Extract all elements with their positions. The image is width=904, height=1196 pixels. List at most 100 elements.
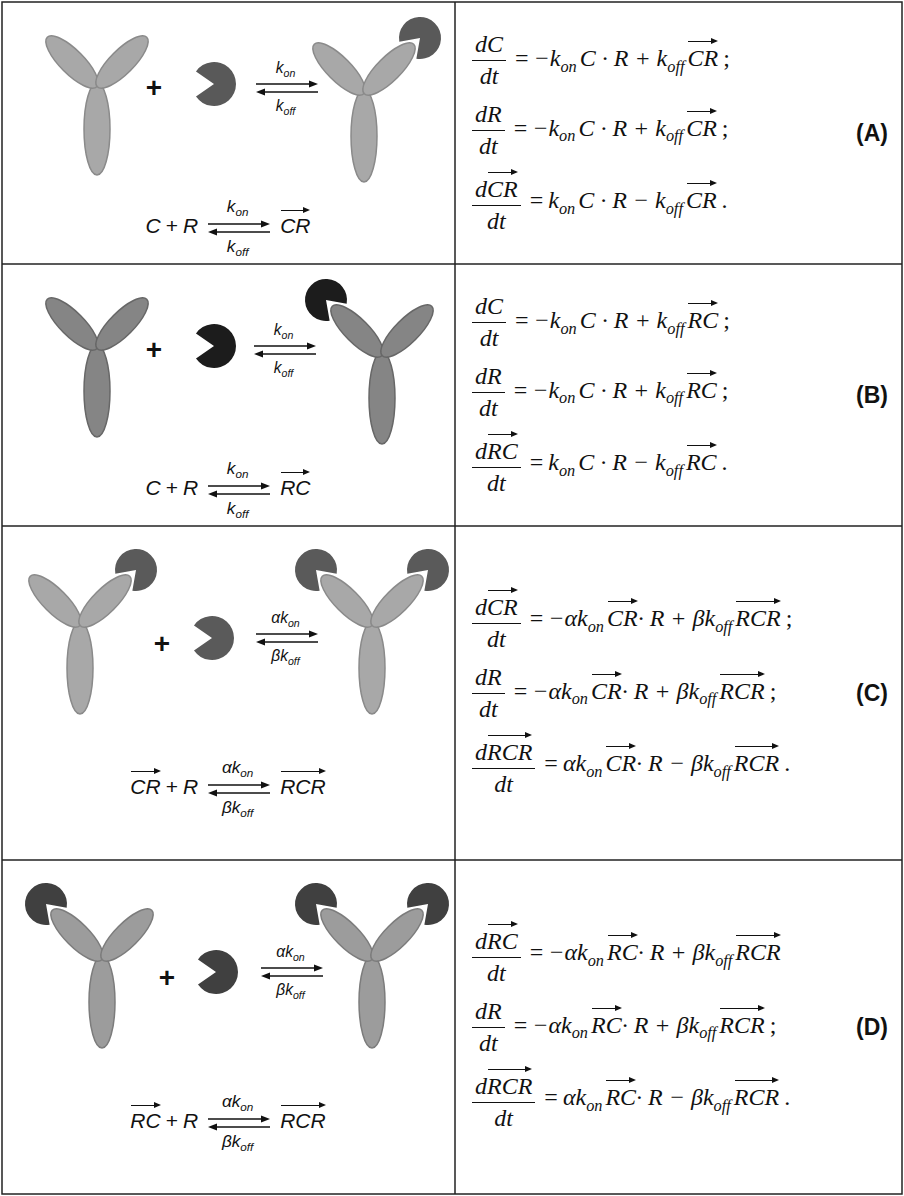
binding-illustration [2, 264, 455, 526]
operator: = [515, 307, 529, 333]
complex-name: RCR [719, 678, 764, 704]
operator: . [722, 187, 728, 213]
antigen [399, 17, 441, 59]
forward-rate: kon [227, 197, 252, 219]
forward-arrow-head [309, 81, 318, 88]
overarrow-head [710, 370, 717, 376]
plus-sign: + [146, 334, 162, 366]
plus-sign: + [146, 72, 162, 103]
subscript: off [667, 319, 684, 338]
subscript: on [572, 689, 588, 708]
math-term: C · R − k [578, 187, 666, 213]
overarrow-head [319, 768, 326, 774]
operator: . [784, 750, 790, 776]
reverse-arrow-head [254, 351, 263, 358]
overarrow-head [525, 732, 532, 738]
subscript: on [559, 199, 575, 218]
subscript: off [235, 245, 248, 258]
subscript: on [559, 388, 575, 407]
operator: ; [770, 1012, 777, 1038]
math-term: R [183, 1109, 198, 1132]
overarrow-head [525, 1066, 532, 1072]
forward-rate: αkon [222, 1092, 256, 1114]
math-term: dR [475, 998, 502, 1024]
fraction: dRdt [472, 997, 505, 1058]
forward-arrow-line [256, 83, 312, 84]
subscript: off [240, 806, 253, 819]
vector-complex: RCR [734, 1077, 779, 1110]
complex-name: CR [605, 750, 636, 776]
numerator: dRCR [472, 732, 535, 769]
math-term: dt [494, 1105, 513, 1131]
operator: ; [722, 377, 729, 403]
overarrow-line [735, 1080, 774, 1081]
subscript: on [559, 126, 575, 145]
rate-constant: βk [276, 981, 293, 998]
vector-complex: RCR [734, 743, 779, 776]
equilibrium-arrows [254, 629, 320, 647]
operator: ; [786, 605, 793, 631]
reverse-rate: koff [276, 97, 299, 117]
overarrow-line [488, 1069, 527, 1070]
reverse-rate: βkoff [222, 798, 256, 820]
vector-complex: RCR [280, 768, 326, 798]
math-term: αk [563, 750, 586, 776]
rate-constant: βk [222, 797, 240, 817]
reverse-arrow-line [262, 641, 318, 642]
reaction-equation: C+RkonkoffRC [146, 459, 311, 520]
subscript: on [288, 617, 300, 629]
complex-name: RCR [487, 1073, 532, 1099]
overarrow-head [511, 921, 518, 927]
rate-constant: αk [222, 1091, 240, 1111]
complex-name: RCR [719, 1012, 764, 1038]
vector-complex: RC [130, 1102, 160, 1132]
complex-name: CR [686, 187, 717, 213]
math-term: −k [534, 45, 561, 71]
vector-complex: CR [605, 743, 636, 776]
antibody-stem [84, 345, 110, 437]
overarrow-line [720, 674, 759, 675]
math-term: C · R + k [580, 45, 668, 71]
complex-name: RCR [735, 605, 780, 631]
denominator: dt [472, 61, 506, 91]
forward-arrow-line [261, 967, 317, 968]
math-term: dR [475, 664, 502, 690]
math-term: d [475, 438, 487, 464]
overarrow-head [615, 1005, 622, 1011]
overarrow-line [281, 210, 305, 211]
overarrow-head [154, 1102, 161, 1108]
overarrow-head [711, 300, 718, 306]
denominator: dt [472, 131, 505, 161]
plus-sign: + [159, 962, 175, 994]
complex-name: CR [487, 176, 518, 202]
rate-constant: k [227, 196, 236, 216]
denominator: dt [472, 769, 535, 799]
math-term: αk [563, 1084, 586, 1110]
overarrow-line [688, 41, 713, 42]
operator: + [166, 476, 178, 499]
illustration-rates: αkonβkoff [251, 943, 333, 1001]
overarrow-line [736, 601, 775, 602]
operator: = [530, 187, 544, 213]
overarrow-head [511, 169, 518, 175]
antibody-stem [89, 956, 115, 1048]
vector-complex: RC [687, 300, 718, 333]
math-term: · R + βk [622, 678, 699, 704]
panel-letter: (B) [856, 382, 888, 408]
numerator: dR [472, 362, 505, 393]
fraction: dRCdt [472, 431, 521, 498]
complex-name: RCR [280, 775, 326, 798]
overarrow-line [608, 601, 633, 602]
math-term: −k [532, 377, 559, 403]
ode-line: dRCdt=−αkonRC· R + βkoffRCR [472, 921, 795, 988]
numerator: dRC [472, 431, 521, 468]
equilibrium-arrows [206, 219, 272, 237]
rate-constant: k [227, 458, 236, 478]
subscript: off [699, 689, 716, 708]
math-term: k [548, 187, 559, 213]
antigen [295, 883, 337, 925]
overarrow-line [735, 746, 774, 747]
math-term: d [475, 1073, 487, 1099]
math-term: −αk [548, 605, 587, 631]
vector-complex: CR [130, 768, 160, 798]
